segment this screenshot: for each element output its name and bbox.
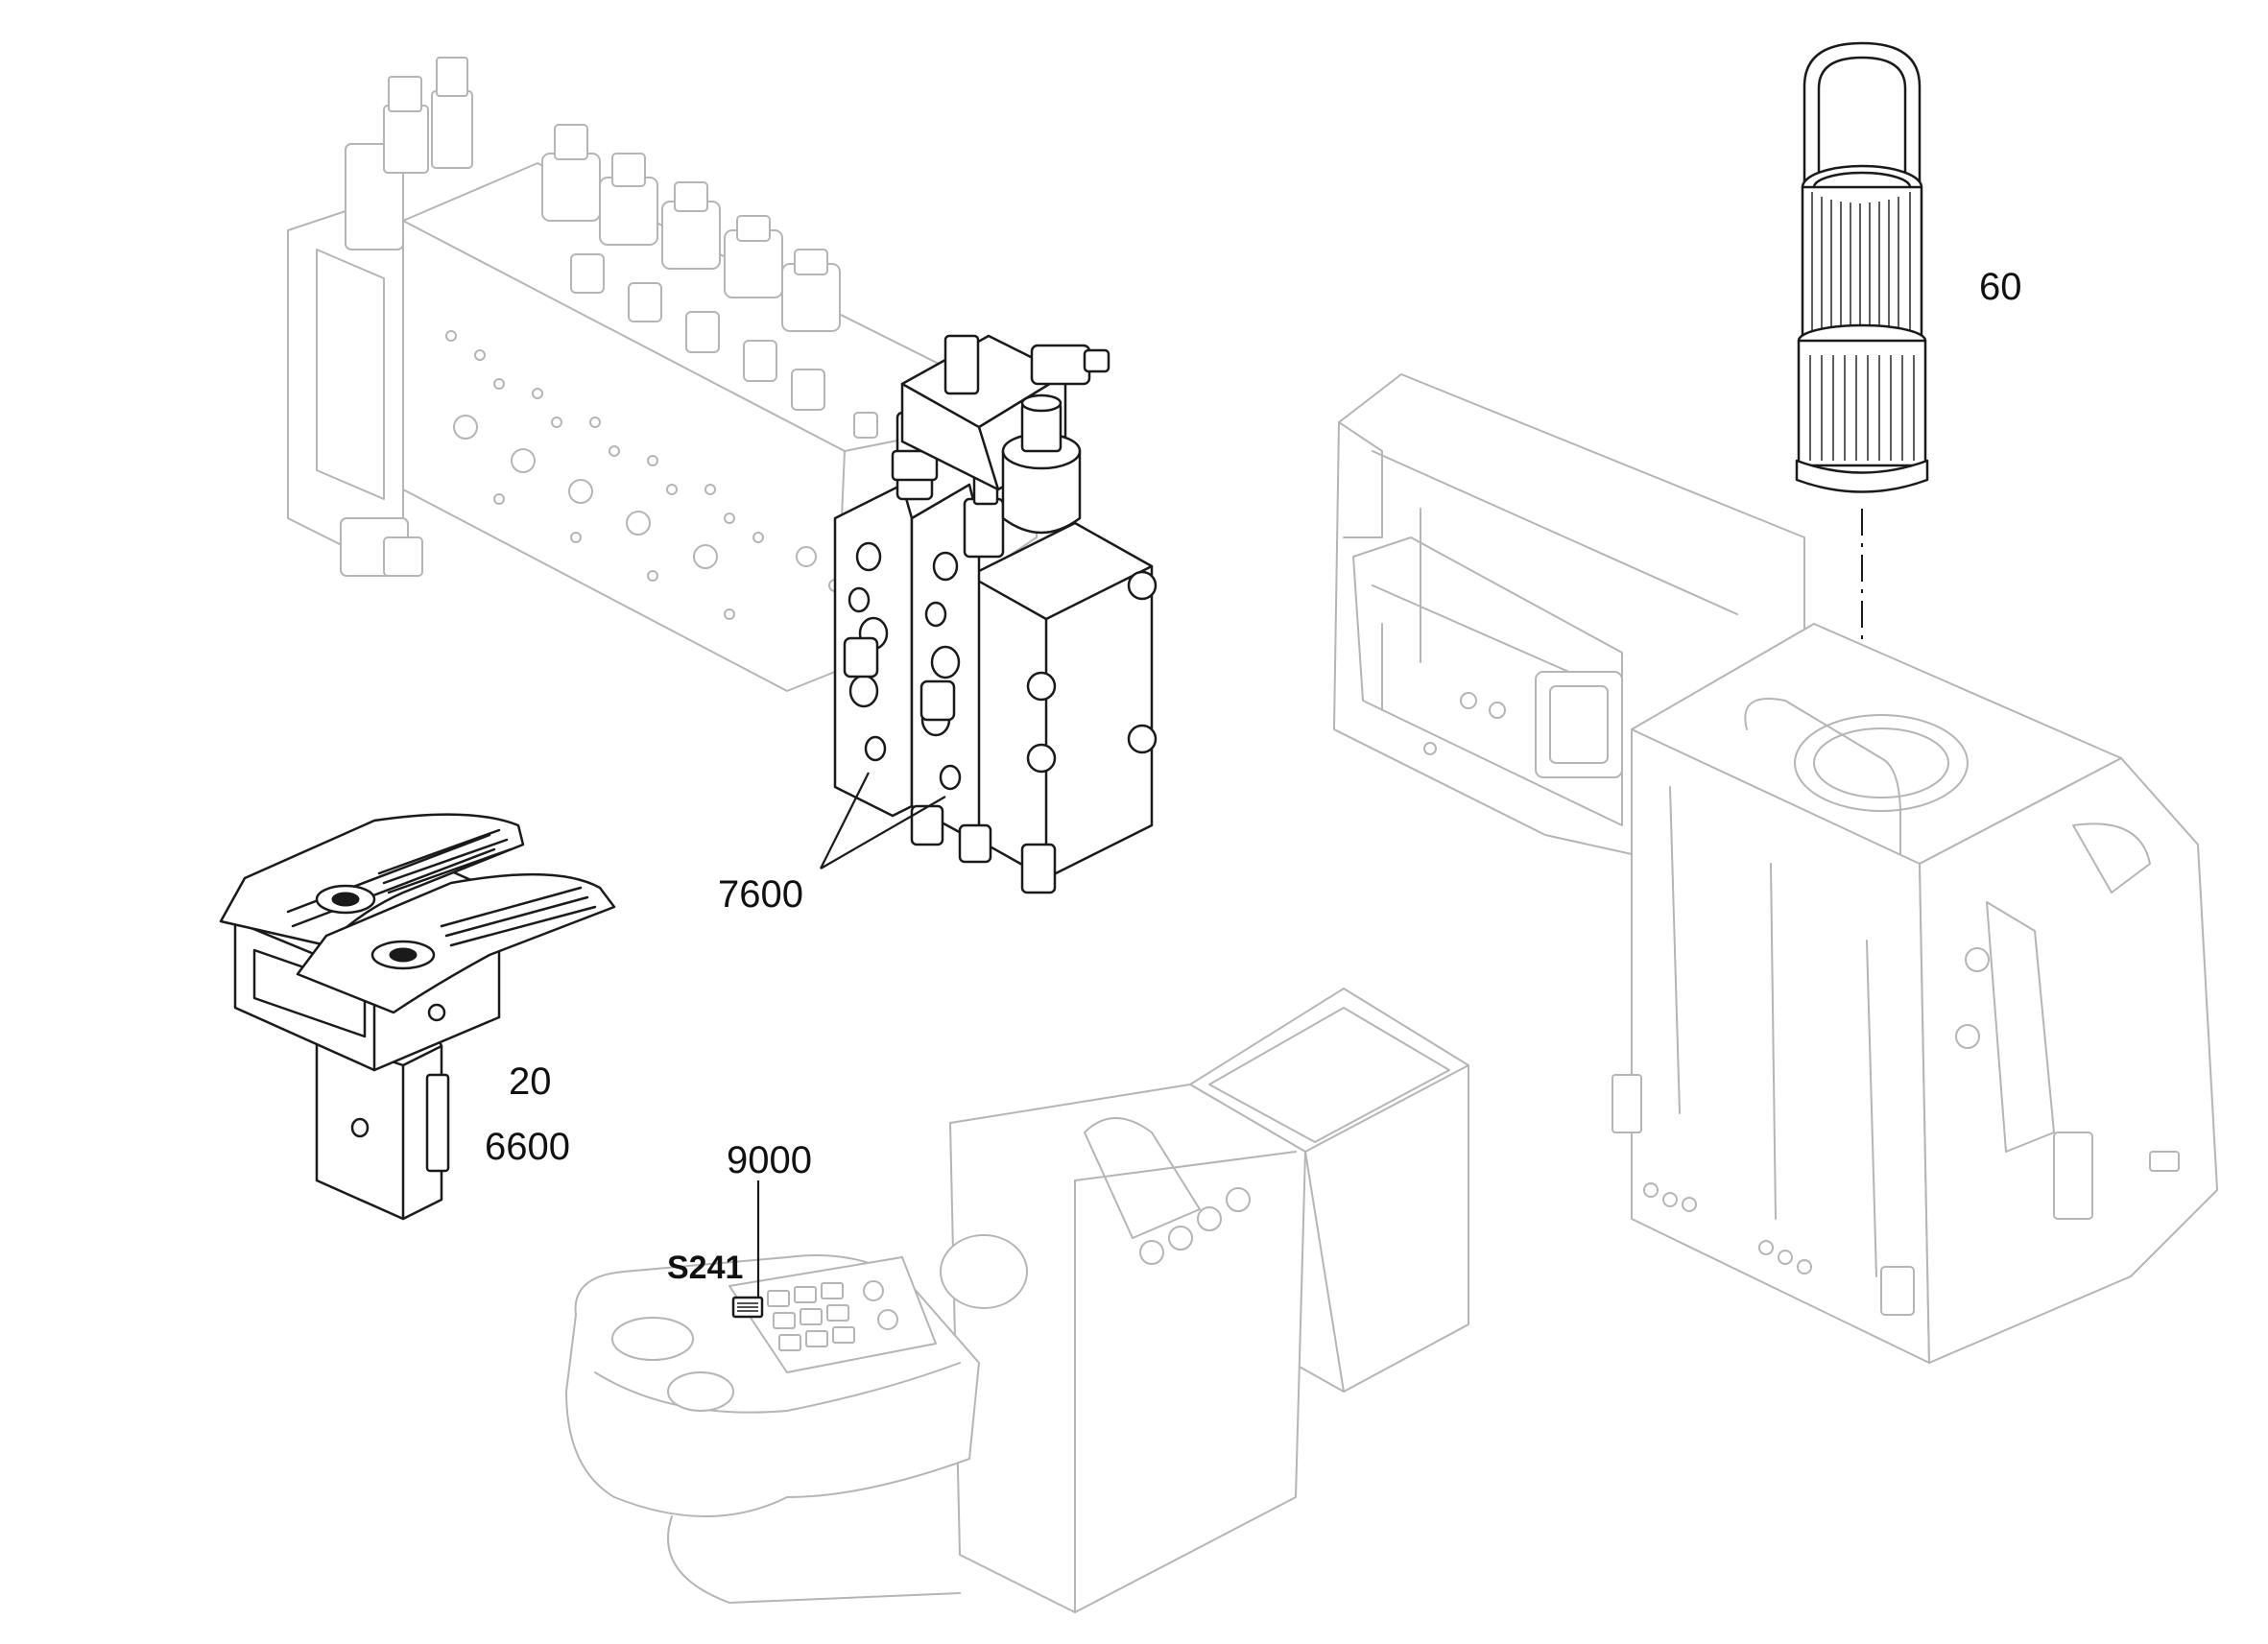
- callout-6600: 6600: [485, 1126, 570, 1168]
- operator-console-9000: [565, 988, 1469, 1613]
- valve-section-7600: [820, 334, 1158, 894]
- machine-frame: [1333, 373, 2218, 1364]
- callout-20: 20: [509, 1060, 552, 1103]
- filter-element-60: [1795, 41, 1929, 768]
- callout-9000: 9000: [727, 1139, 812, 1181]
- callout-s241: S241: [667, 1250, 743, 1286]
- callout-60: 60: [1979, 266, 2022, 308]
- foot-pedal-6600: [219, 813, 616, 1221]
- callout-7600: 7600: [718, 873, 803, 916]
